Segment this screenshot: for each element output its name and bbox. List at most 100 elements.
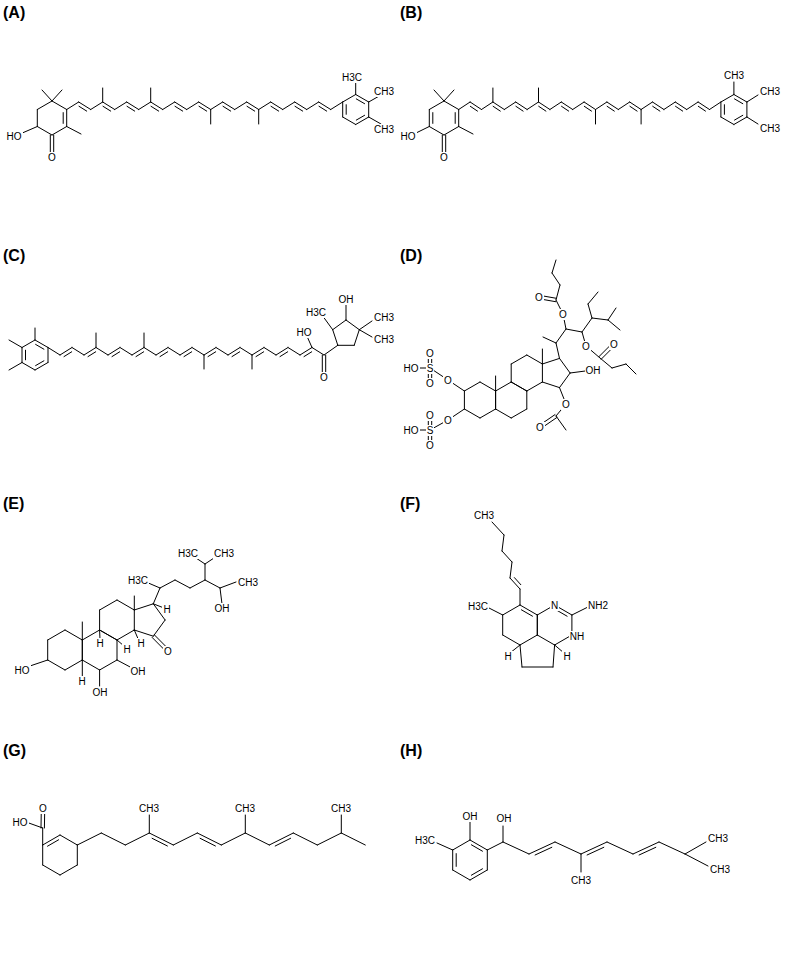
bond-line [37,110,38,127]
bond-line [100,600,117,610]
bond-line [108,348,120,356]
atom-label: CH3 [138,803,160,814]
panel-letter: (G) [3,742,26,760]
atom-label: OH [462,811,479,822]
bond-line [456,854,457,867]
bond-line [480,409,496,418]
bond-line [535,847,552,855]
panel-letter: (B) [400,4,422,22]
bond-line [581,854,582,872]
bond-line [324,345,338,355]
atom-label: O [609,339,619,350]
atom-label: OH [338,294,355,305]
bond-line [117,640,118,660]
bond-line [67,102,79,110]
bond-line [288,348,300,356]
bond-line [653,106,660,111]
bond-line [630,106,637,111]
bond-line [64,352,72,357]
bond-line [471,845,482,851]
atom-label: H [122,644,131,655]
bond-line [584,106,591,111]
bond-line [341,815,342,833]
bond-line [9,363,22,371]
bond-line [153,620,165,636]
bond-line [608,320,620,330]
bond-line [633,842,659,854]
bond-line [464,382,480,391]
bond-line [343,117,356,125]
bond-line [153,588,160,604]
bond-line [527,355,543,364]
bond-line [685,842,706,854]
bond-line [685,854,708,866]
bond-line [127,102,139,110]
bond-line [190,580,205,588]
bond-line [103,106,111,111]
bond-line [103,102,115,110]
bond-line [555,842,581,854]
atom-label: CH3 [373,312,395,323]
bond-line [152,838,167,846]
bond-line [354,330,359,346]
atom-label: H [95,638,104,649]
bond-line [184,352,192,357]
bond-line [464,391,465,409]
atom-label: N [550,600,559,611]
atom-label: HO [6,131,23,142]
bond-line [698,102,709,110]
bond-line [102,88,103,102]
atom-label: H3C [177,548,199,559]
bond-line [516,102,527,110]
atom-label: O [443,375,453,386]
bond-line [495,376,496,391]
atom-label: CH3 [723,70,745,81]
bond-line [520,589,521,605]
bond-line [356,95,369,103]
bond-line [52,90,62,101]
atom-label: H [503,651,512,662]
bond-line [112,352,120,357]
bond-line [444,127,459,136]
bond-line [319,106,327,111]
bond-line [65,630,82,640]
bond-line [573,102,584,110]
bond-line [295,106,303,111]
bond-line [115,102,127,110]
bond-line [588,304,592,318]
bond-line [48,630,65,640]
bond-line [52,101,67,110]
bond-line [66,110,67,127]
atom-label: H3C [467,601,489,612]
bond-line [584,102,595,110]
bond-line [333,330,338,346]
panel-letter: (E) [3,495,24,513]
bond-line [341,833,365,845]
bond-line [572,607,588,615]
bond-line [607,842,633,854]
bond-line [556,329,566,343]
bond-line [275,838,290,846]
atom-label: CH3 [213,548,235,559]
atom-label: CH3 [759,123,781,134]
bond-line [521,610,532,616]
bond-line [562,106,569,111]
atom-label: OH [496,813,513,824]
bond-line [746,102,747,117]
bond-line [553,645,555,667]
bond-line [561,102,572,110]
bond-line [256,352,264,357]
bond-line [470,102,481,110]
bond-line [79,102,91,110]
bond-line [96,333,97,348]
bond-line [259,102,271,110]
atom-label: CH3 [373,124,395,135]
bond-line [537,615,538,635]
bond-line [560,373,571,388]
bond-line [42,845,43,865]
bond-line [464,409,480,418]
bond-line [502,535,504,551]
atom-label: OH [92,687,109,698]
